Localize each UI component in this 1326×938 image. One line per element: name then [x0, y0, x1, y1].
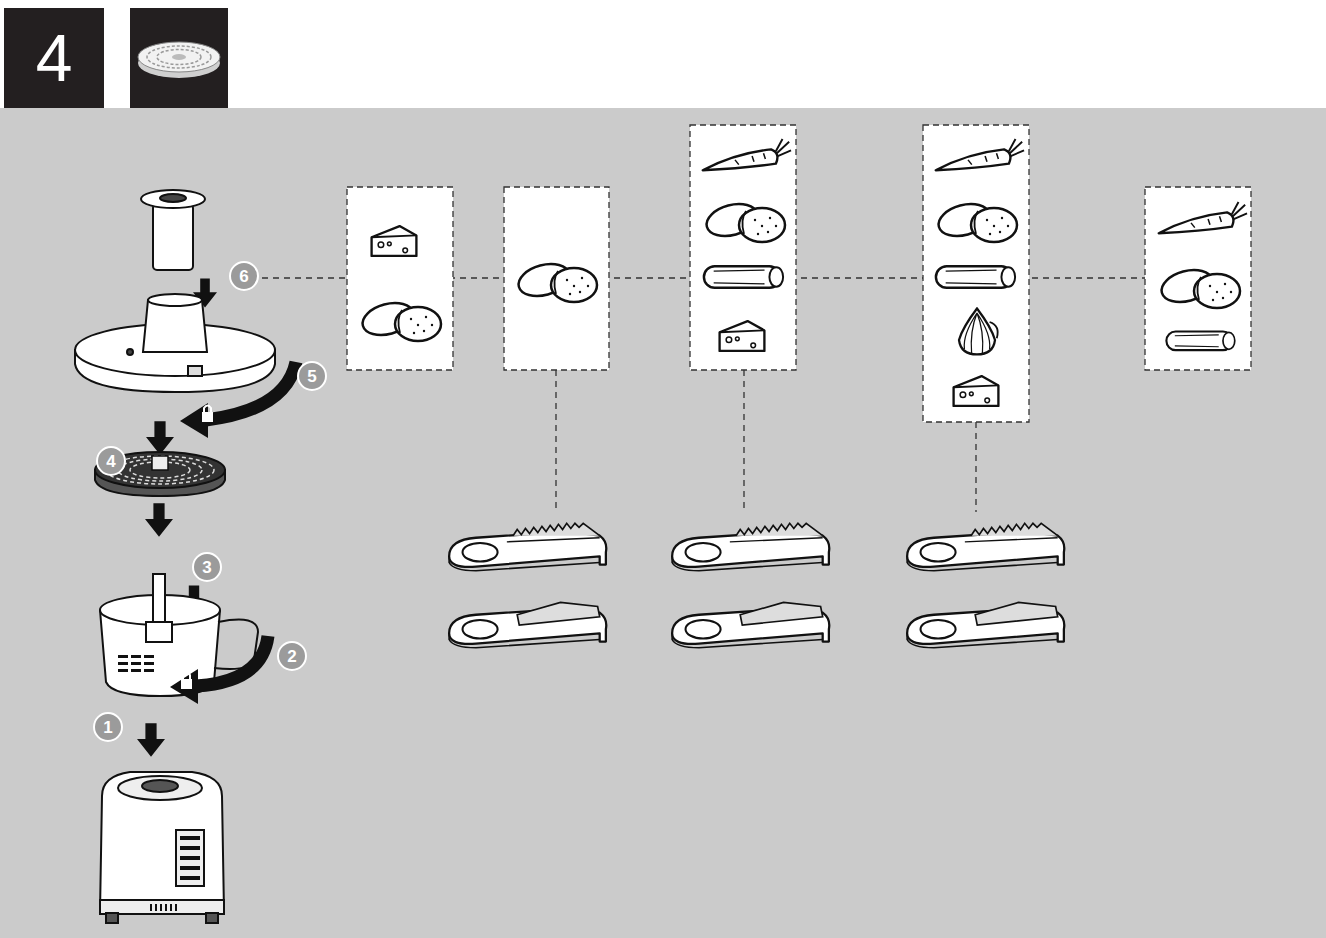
callout-number: 2	[287, 648, 296, 665]
callout-circle: 5	[297, 361, 327, 391]
callout-number: 6	[239, 268, 248, 285]
callout-circle: 6	[229, 261, 259, 291]
callout-circle: 3	[192, 552, 222, 582]
step-number-box: 4	[4, 8, 104, 108]
callout-number: 3	[202, 559, 211, 576]
callout-circle: 4	[96, 446, 126, 476]
callout-number: 1	[103, 719, 112, 736]
callout-number: 4	[106, 453, 115, 470]
callout-circle: 2	[277, 641, 307, 671]
callout-circle: 1	[93, 712, 123, 742]
step-number: 4	[36, 25, 73, 91]
callout-number: 5	[307, 368, 316, 385]
